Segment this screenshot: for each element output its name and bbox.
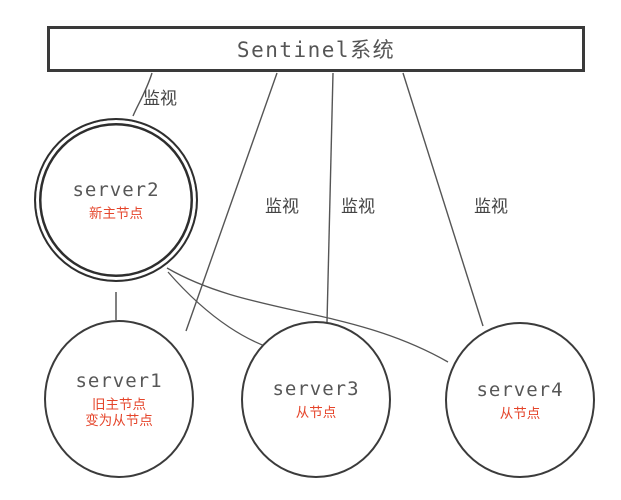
node-server4-name: server4 bbox=[476, 378, 564, 401]
edge-sentinel-server1 bbox=[185, 72, 278, 332]
node-server1-name: server1 bbox=[75, 369, 163, 392]
sentinel-system-box: Sentinel系统 bbox=[47, 26, 585, 72]
node-server2-name: server2 bbox=[72, 178, 160, 201]
edge-label-monitor-server4: 监视 bbox=[474, 197, 508, 216]
edge-sentinel-server3 bbox=[326, 72, 334, 323]
node-server2-role: 新主节点 bbox=[89, 205, 143, 221]
node-server1-role: 旧主节点 变为从节点 bbox=[85, 396, 153, 428]
edge-label-monitor-server1: 监视 bbox=[265, 197, 299, 216]
sentinel-title: Sentinel系统 bbox=[236, 38, 396, 62]
node-server3-role: 从节点 bbox=[295, 405, 337, 420]
edge-sentinel-server2 bbox=[132, 72, 153, 117]
node-server4[interactable]: server4 从节点 bbox=[445, 322, 595, 478]
edge-sentinel-server4 bbox=[402, 72, 484, 327]
edge-label-monitor-server3: 监视 bbox=[341, 197, 375, 216]
node-server3[interactable]: server3 从节点 bbox=[241, 321, 391, 478]
edge-server2-server4 bbox=[166, 267, 449, 363]
node-server2[interactable]: server2 新主节点 bbox=[34, 118, 198, 282]
node-server4-role: 从节点 bbox=[499, 405, 541, 421]
node-server1[interactable]: server1 旧主节点 变为从节点 bbox=[44, 320, 194, 478]
edge-label-monitor-server2: 监视 bbox=[143, 89, 177, 108]
node-server3-name: server3 bbox=[272, 378, 360, 400]
